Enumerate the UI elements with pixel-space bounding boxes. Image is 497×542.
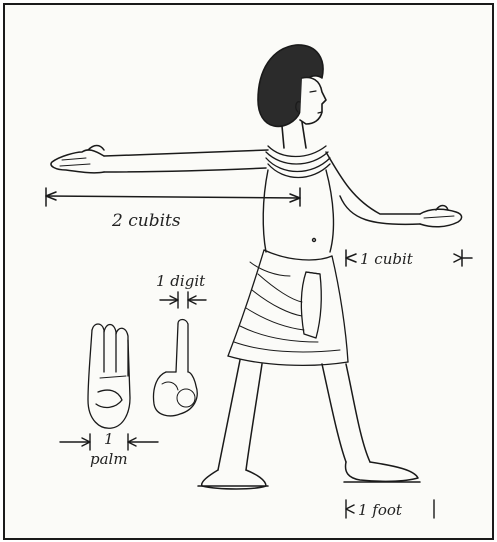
one-foot-label: 1 foot bbox=[358, 501, 403, 519]
figure-head bbox=[258, 45, 326, 148]
palm-hand-drawing bbox=[88, 324, 130, 428]
two-cubits-label: 2 cubits bbox=[111, 211, 181, 231]
figure-torso bbox=[263, 170, 333, 252]
one-digit-label: 1 digit bbox=[156, 272, 206, 290]
one-palm-number-label: 1 bbox=[104, 430, 114, 448]
figure-kilt bbox=[228, 250, 348, 365]
digit-hand-drawing bbox=[154, 320, 198, 416]
figure-right-arm bbox=[326, 152, 462, 227]
figure-left-arm bbox=[51, 146, 268, 173]
one-digit-measure bbox=[160, 292, 206, 308]
figure-legs bbox=[198, 360, 420, 489]
one-cubit-label: 1 cubit bbox=[360, 250, 414, 268]
two-cubits-measure bbox=[46, 188, 300, 206]
figure-collar bbox=[266, 146, 330, 178]
one-palm-word-label: palm bbox=[90, 450, 128, 468]
